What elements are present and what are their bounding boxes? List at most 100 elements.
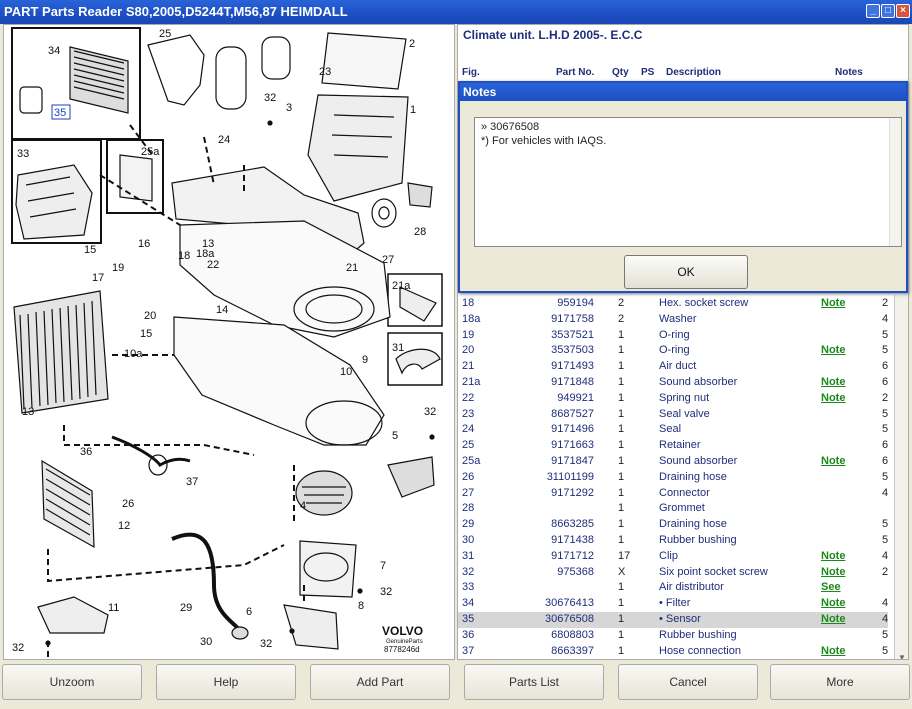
- callout-11: 11: [108, 602, 119, 614]
- cell-note[interactable]: Note: [821, 644, 846, 657]
- cell-note[interactable]: Note: [821, 344, 846, 357]
- cell-note[interactable]: Note: [821, 391, 846, 404]
- cell-fig: 24: [462, 423, 475, 436]
- callout-4: 4: [300, 500, 306, 512]
- cell-part: 9171847: [551, 455, 594, 467]
- cell-qty: 1: [618, 407, 625, 420]
- cell-note[interactable]: Note: [821, 565, 846, 578]
- notes-part-line: » 30676508: [481, 121, 540, 133]
- cell-part: 949921: [557, 391, 594, 404]
- cell-note[interactable]: Note: [821, 297, 846, 309]
- callout-7: 7: [380, 560, 386, 572]
- add-part-button[interactable]: Add Part: [310, 664, 450, 700]
- cell-desc: Six point socket screw: [659, 565, 768, 578]
- cancel-button[interactable]: Cancel: [618, 664, 758, 700]
- parts-list-button[interactable]: Parts List: [464, 664, 604, 700]
- cell-fig: 31: [462, 549, 475, 562]
- cell-desc: O-ring: [659, 344, 690, 357]
- cell-desc: Sound absorber: [659, 455, 738, 467]
- callout-3: 3: [286, 102, 292, 114]
- col-qty-header[interactable]: Qty: [612, 67, 629, 78]
- cell-note[interactable]: Note: [821, 597, 846, 610]
- cell-note[interactable]: Note: [821, 455, 846, 467]
- parts-diagram[interactable]: 34 35 25 2 23 24 32 3 1 33 25a 15 16 13 …: [4, 25, 455, 660]
- col-notes-header[interactable]: Notes: [835, 67, 863, 78]
- cell-qty: 1: [618, 376, 625, 388]
- col-fig-header[interactable]: Fig.: [462, 67, 480, 78]
- cell-note[interactable]: Note: [821, 549, 846, 562]
- cell-part: 9171758: [551, 312, 594, 325]
- cell-cnt: 5: [882, 344, 889, 357]
- callout-32c: 32: [380, 586, 392, 598]
- cell-desc: Spring nut: [659, 391, 710, 404]
- cell-qty: 1: [618, 423, 625, 436]
- cell-cnt: 4: [882, 486, 889, 499]
- callout-37: 37: [186, 476, 198, 488]
- col-desc-header[interactable]: Description: [666, 67, 722, 78]
- callout-23: 23: [319, 66, 331, 78]
- cell-part: 975368: [557, 565, 594, 578]
- ok-button[interactable]: OK: [624, 255, 748, 289]
- callout-14: 14: [216, 304, 228, 316]
- cell-part: 959194: [557, 297, 594, 309]
- volvo-logo-text: VOLVO: [382, 624, 423, 638]
- callout-17: 17: [92, 272, 104, 284]
- callout-22: 22: [207, 259, 219, 271]
- cell-note[interactable]: See: [821, 581, 841, 594]
- cell-desc: Seal valve: [659, 407, 710, 420]
- unzoom-button[interactable]: Unzoom: [2, 664, 142, 700]
- callout-15: 15: [84, 244, 96, 256]
- more-button[interactable]: More: [770, 664, 910, 700]
- cell-note[interactable]: Note: [821, 613, 846, 625]
- table-scrollbar[interactable]: ▼: [894, 295, 908, 660]
- notes-scrollbar[interactable]: [889, 118, 901, 246]
- callout-18a: 18a: [196, 248, 215, 260]
- notes-text-area[interactable]: » 30676508 *) For vehicles with IAQS.: [474, 117, 902, 247]
- cell-cnt: 2: [882, 391, 889, 404]
- callout-21: 21: [346, 262, 358, 274]
- cell-cnt: 6: [882, 360, 889, 373]
- cell-qty: 1: [618, 470, 625, 483]
- callout-30: 30: [200, 636, 212, 648]
- minimize-button[interactable]: _: [866, 4, 880, 18]
- parts-diagram-pane[interactable]: 34 35 25 2 23 24 32 3 1 33 25a 15 16 13 …: [3, 24, 455, 660]
- scroll-down-icon[interactable]: ▼: [898, 653, 906, 660]
- callout-32b: 32: [424, 406, 436, 418]
- cell-cnt: 5: [882, 407, 889, 420]
- cell-note[interactable]: Note: [821, 376, 846, 388]
- maximize-button[interactable]: □: [881, 4, 895, 18]
- col-ps-header[interactable]: PS: [641, 67, 655, 78]
- cell-fig: 18a: [462, 312, 481, 325]
- close-window-button[interactable]: ×: [896, 4, 910, 18]
- cell-cnt: 2: [882, 565, 889, 578]
- help-button[interactable]: Help: [156, 664, 296, 700]
- callout-10a: 10a: [124, 348, 143, 360]
- cell-cnt: 2: [882, 297, 889, 309]
- window-titlebar: PART Parts Reader S80,2005,D5244T,M56,87…: [0, 0, 912, 24]
- cell-qty: 1: [618, 518, 625, 531]
- col-part-header[interactable]: Part No.: [556, 67, 595, 78]
